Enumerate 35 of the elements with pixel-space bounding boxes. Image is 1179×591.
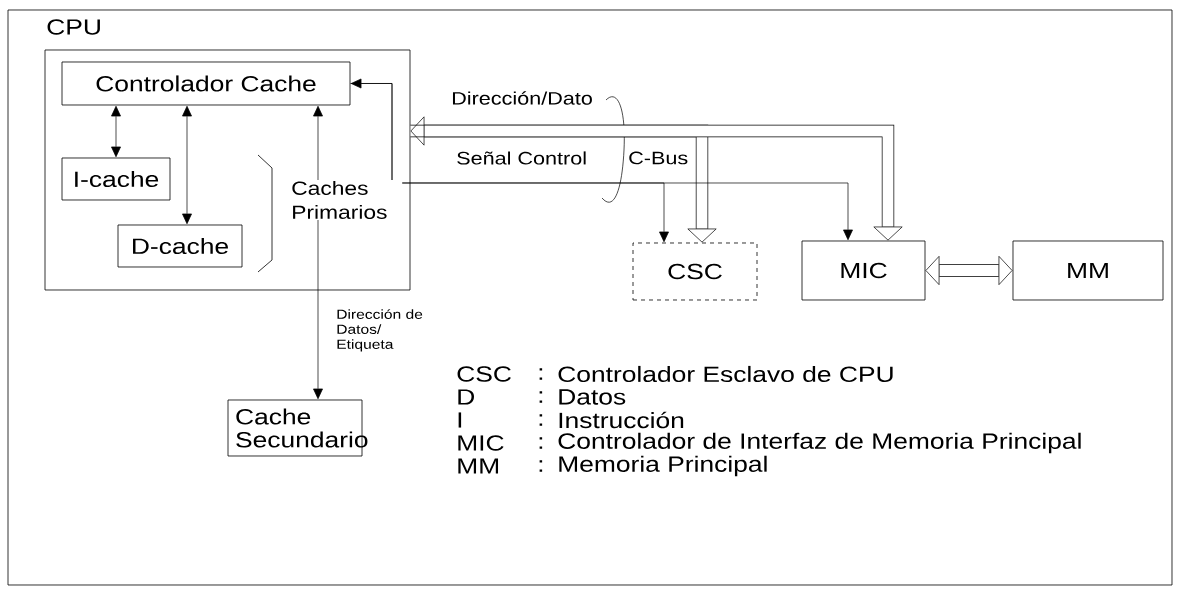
definition-text: Memoria Principal [559,455,767,477]
colon: : [539,437,543,449]
colon: : [539,414,543,426]
abbreviation: D [458,389,474,405]
colon: : [539,391,543,403]
edge-label: Señal Control [457,151,586,165]
abbreviation: MM [458,458,498,474]
colon: : [539,460,543,472]
arrow [350,78,853,241]
bus-arrow [925,255,1013,286]
memory-box: MM [1012,240,1164,301]
definition-text: Controlador de Interfaz de Memoria Principal [558,432,1081,454]
abbreviation: MIC [458,435,504,451]
bus-label: C-Bus [629,151,688,165]
bus-arrow [410,124,717,243]
colon: : [539,368,543,380]
abbreviation: CSC [457,366,511,382]
cache-box: D-cache [117,224,243,268]
abbreviation: I [458,412,462,428]
definition-text: Controlador Esclavo de CPU [558,365,893,383]
bus-arrow [410,116,903,241]
interface-box: MIC [801,240,926,301]
cache-box: I-cache [61,157,171,201]
controller-box: Controlador Cache [61,61,351,106]
slave-controller-box: CSC [632,242,758,301]
definition-text: Datos [559,389,626,405]
arrow [111,105,121,158]
arrow [182,105,192,225]
edge-label: Dirección de Datos/ Etiqueta [337,309,423,352]
box-heading: CPU [47,19,100,35]
arrow [350,83,669,243]
group-label: Caches Primarios [292,181,387,219]
edge-label: Dirección/Dato [453,91,592,105]
definition-text: Instrucción [559,411,684,429]
cache-box: Cache Secundario [227,399,368,457]
